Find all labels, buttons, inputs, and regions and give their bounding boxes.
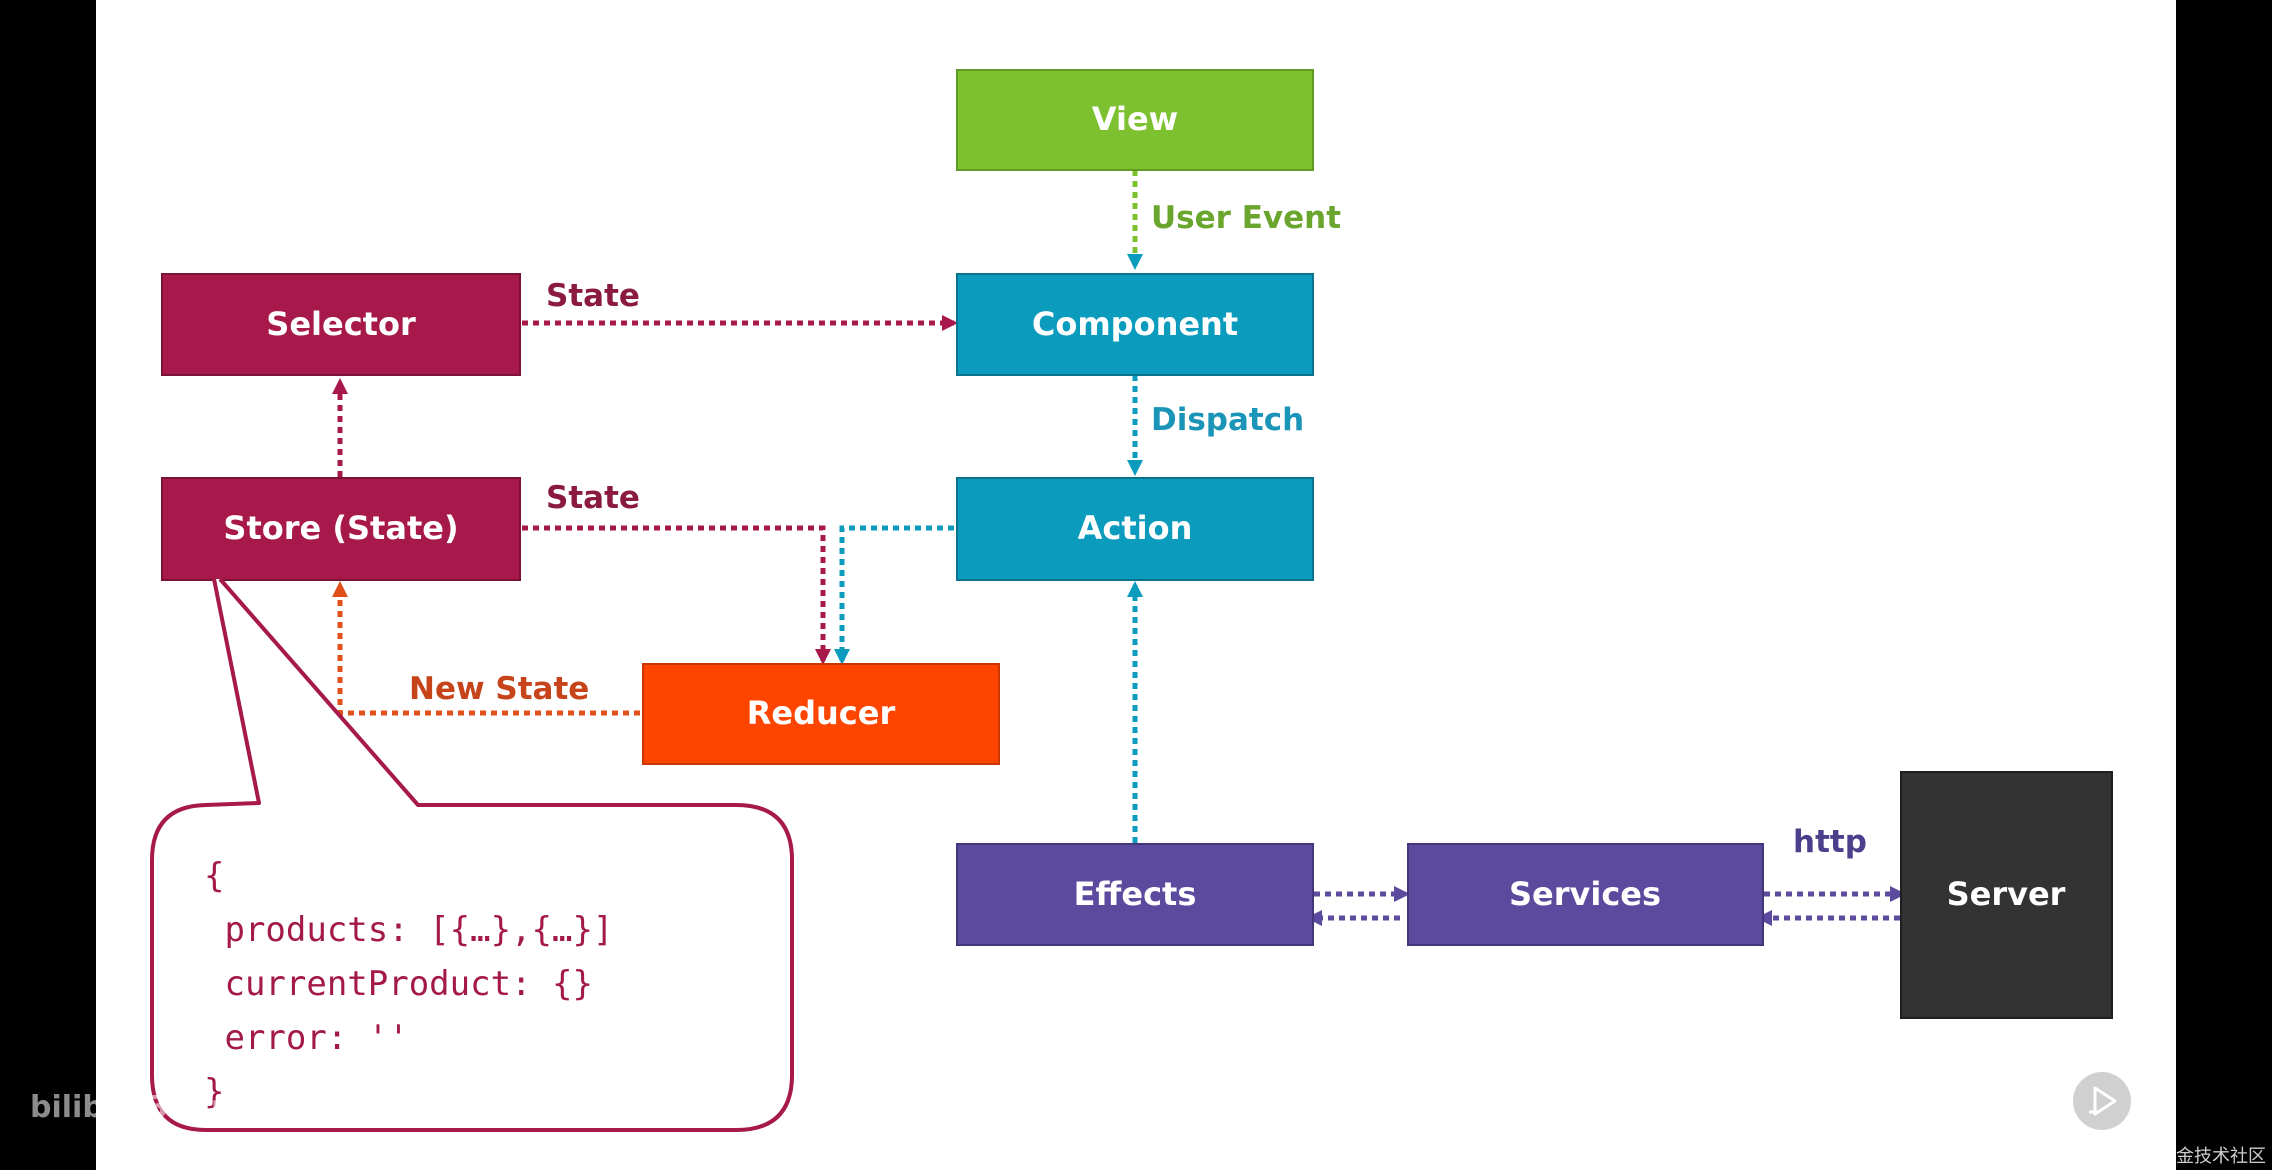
view-label: View — [1092, 100, 1178, 138]
server-label: Server — [1947, 875, 2066, 913]
node-services: Services — [1407, 843, 1764, 946]
node-server: Server — [1900, 771, 2113, 1019]
code-line: products: [{…},{…}] — [204, 910, 613, 950]
user-event-label: User Event — [1151, 200, 1341, 236]
node-store: Store (State) — [161, 477, 521, 581]
store-state-callout: { products: [{…},{…}] currentProduct: {}… — [150, 577, 794, 1132]
code-line: { — [204, 856, 224, 896]
store-label: Store (State) — [223, 509, 458, 547]
play-icon — [2089, 1086, 2117, 1116]
code-line: error: '' — [204, 1018, 409, 1058]
edge-user-event: User Event — [1127, 170, 1341, 270]
ngrx-flow-diagram: User Event Dispatch State State New Stat… — [150, 69, 2113, 1132]
node-effects: Effects — [956, 843, 1314, 946]
node-selector: Selector — [161, 273, 521, 376]
slide: User Event Dispatch State State New Stat… — [96, 0, 2176, 1170]
dispatch-label: Dispatch — [1151, 402, 1304, 438]
http-label: http — [1793, 824, 1867, 860]
edge-services-server: http — [1756, 824, 1906, 926]
code-line: currentProduct: {} — [204, 964, 593, 1004]
component-label: Component — [1032, 305, 1238, 343]
node-reducer: Reducer — [642, 663, 1000, 765]
edge-action-to-reducer — [834, 525, 954, 665]
edge-dispatch: Dispatch — [1127, 375, 1304, 476]
services-label: Services — [1509, 875, 1661, 913]
effects-label: Effects — [1074, 875, 1197, 913]
video-watermark: bilibili BV1nt4y127iP P50 03:07/03:25 — [30, 1090, 669, 1125]
site-watermark: @稀土掘金技术社区 — [2104, 1146, 2266, 1167]
store-state-label: State — [546, 480, 640, 516]
reducer-label: Reducer — [747, 694, 896, 732]
action-label: Action — [1078, 509, 1193, 547]
play-button[interactable] — [2073, 1072, 2131, 1130]
edge-new-state: New State — [332, 581, 640, 716]
code-line: } — [204, 1072, 224, 1112]
selector-state-label: State — [546, 278, 640, 314]
state-code-block: { products: [{…},{…}] currentProduct: {}… — [204, 856, 613, 1112]
node-action: Action — [956, 477, 1314, 581]
edge-store-state-to-reducer: State — [522, 480, 831, 665]
node-view: View — [956, 69, 1314, 171]
new-state-label: New State — [409, 671, 589, 707]
edge-selector-state: State — [522, 278, 958, 331]
edge-effects-services — [1306, 886, 1410, 926]
selector-label: Selector — [266, 305, 416, 343]
node-component: Component — [956, 273, 1314, 376]
